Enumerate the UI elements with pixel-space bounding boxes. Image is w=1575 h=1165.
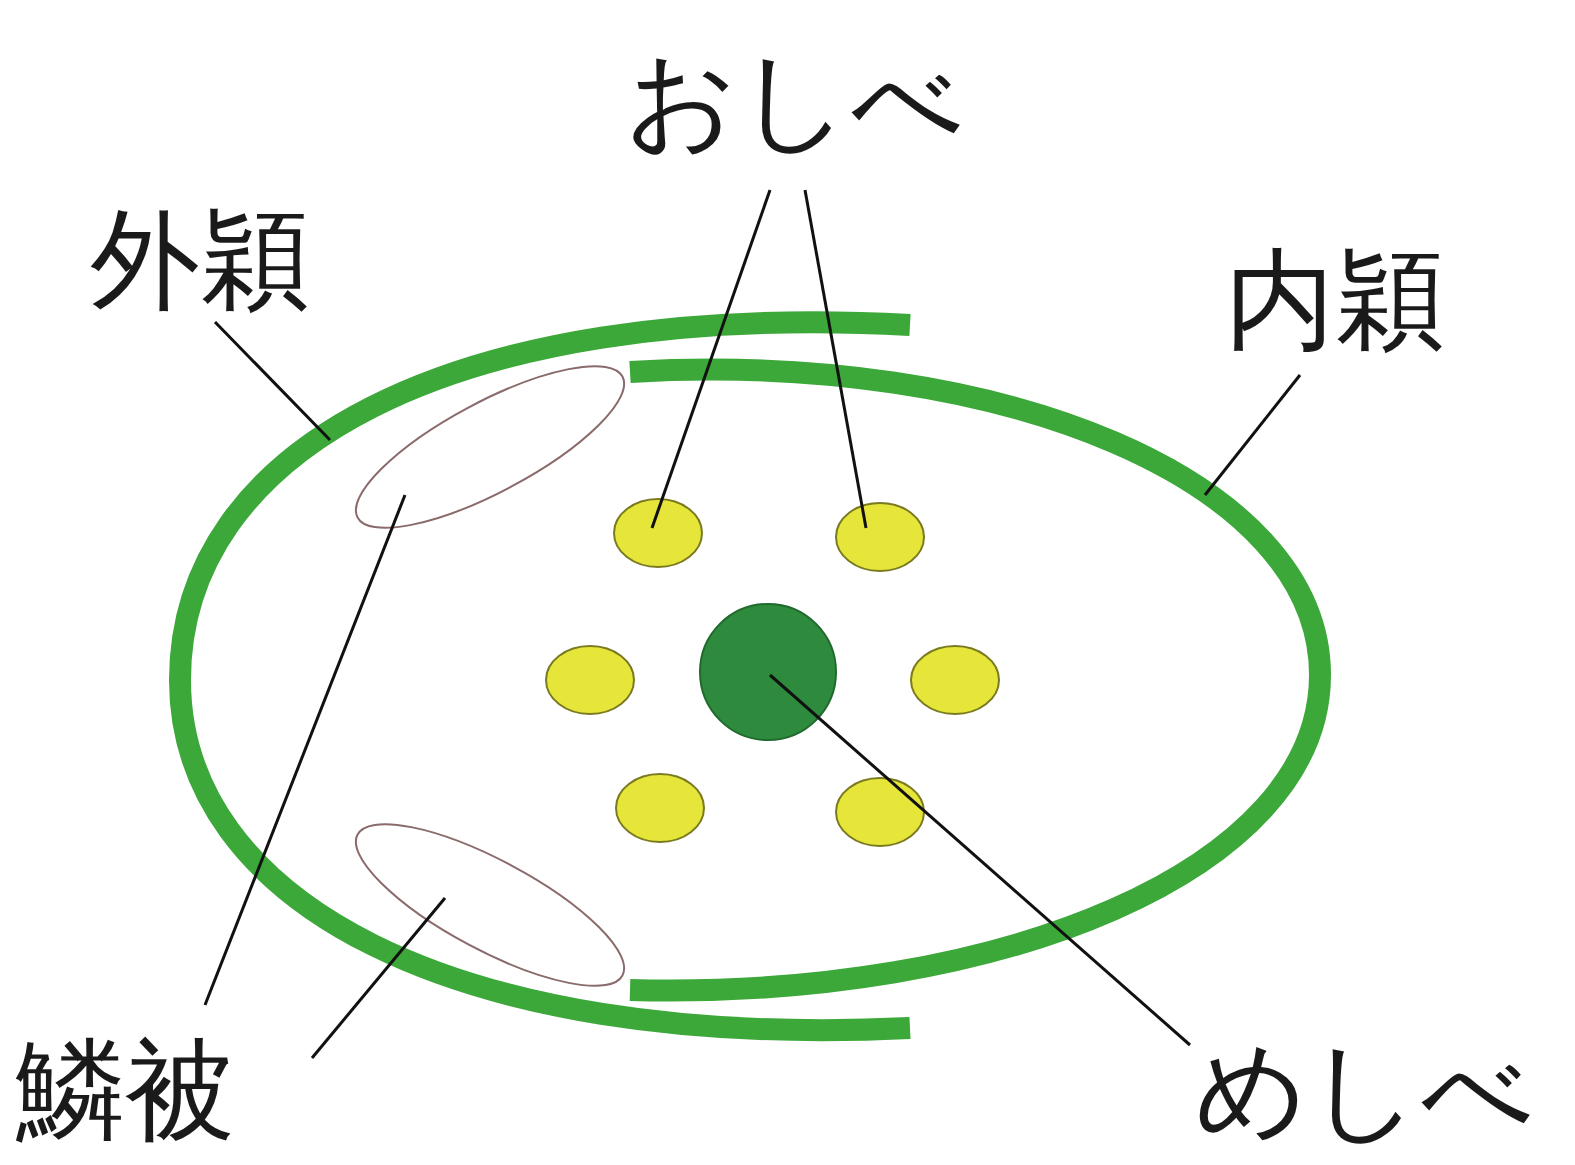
stamen xyxy=(616,774,704,842)
part-label: 内穎 xyxy=(1225,245,1445,355)
leader-line xyxy=(805,190,866,528)
part-label: おしべ xyxy=(625,45,964,155)
part-label: めしべ xyxy=(1195,1035,1534,1145)
leader-line xyxy=(652,190,770,528)
pistil xyxy=(700,604,836,740)
lodicule xyxy=(336,337,643,557)
stamen xyxy=(836,503,924,571)
part-label: 外穎 xyxy=(90,205,310,315)
inner-glume xyxy=(630,370,1320,991)
leader-line xyxy=(770,675,1190,1045)
part-label: 鱗被 xyxy=(15,1035,235,1145)
leader-line xyxy=(312,898,445,1058)
outer-glume xyxy=(180,322,910,1030)
stamen xyxy=(836,778,924,846)
leader-line xyxy=(215,322,330,440)
leader-line xyxy=(1205,375,1300,495)
leader-line xyxy=(205,495,405,1005)
lodicule xyxy=(336,795,643,1015)
stamen xyxy=(546,646,634,714)
stamen xyxy=(911,646,999,714)
